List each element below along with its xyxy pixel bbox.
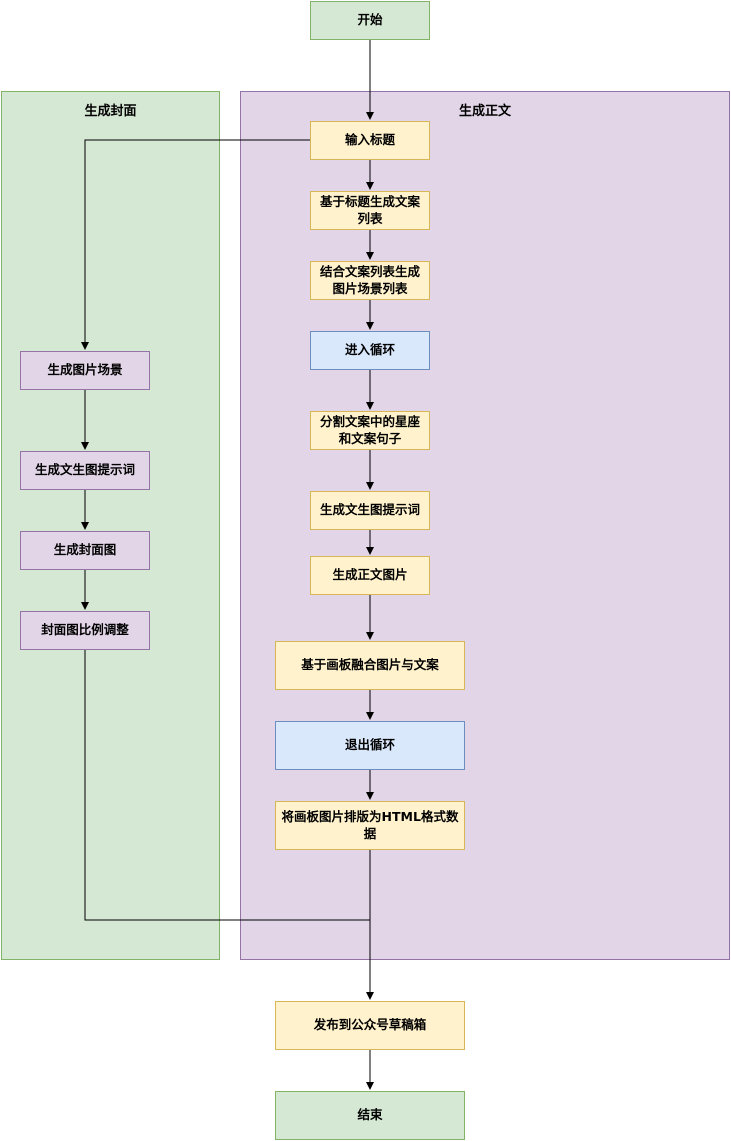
gen-scene-list-label: 结合文案列表生成图片场景列表 [319,263,420,296]
gen-prompt-body-node[interactable]: 生成文生图提示词 [310,491,430,530]
gen-scene-cover-label: 生成图片场景 [47,362,123,378]
start-label: 开始 [357,12,383,28]
gen-prompt-cover-label: 生成文生图提示词 [34,462,135,478]
gen-body-image-label: 生成正文图片 [332,567,408,583]
body-lane-title: 生成正文 [458,104,511,119]
publish-label: 发布到公众号草稿箱 [313,1017,427,1033]
split-sentences-label: 分割文案中的星座和文案句子 [319,413,420,446]
gen-body-image-node[interactable]: 生成正文图片 [310,556,430,595]
cover-lane-title: 生成封面 [84,104,137,119]
gen-copy-list-label: 基于标题生成文案列表 [319,193,420,226]
edge-ratio-merge [84,650,370,921]
exit-loop-label: 退出循环 [344,737,395,753]
gen-prompt-body-label: 生成文生图提示词 [319,502,420,518]
cover-lane: 生成封面 [1,91,220,960]
adjust-ratio-node[interactable]: 封面图比例调整 [20,611,150,650]
merge-canvas-node[interactable]: 基于画板融合图片与文案 [275,641,465,690]
gen-prompt-cover-node[interactable]: 生成文生图提示词 [20,451,150,490]
split-sentences-node[interactable]: 分割文案中的星座和文案句子 [310,411,430,450]
gen-scene-list-node[interactable]: 结合文案列表生成图片场景列表 [310,261,430,300]
end-node[interactable]: 结束 [275,1091,465,1140]
layout-html-label: 将画板图片排版为HTML格式数据 [281,808,459,841]
input-title-label: 输入标题 [344,132,395,148]
gen-copy-list-node[interactable]: 基于标题生成文案列表 [310,191,430,230]
enter-loop-node[interactable]: 进入循环 [310,331,430,370]
edge-input-coverscene [81,139,310,350]
publish-node[interactable]: 发布到公众号草稿箱 [275,1001,465,1050]
merge-canvas-label: 基于画板融合图片与文案 [301,657,439,673]
start-node[interactable]: 开始 [310,1,430,40]
exit-loop-node[interactable]: 退出循环 [275,721,465,770]
gen-cover-image-node[interactable]: 生成封面图 [20,531,150,570]
enter-loop-label: 进入循环 [344,342,395,358]
layout-html-node[interactable]: 将画板图片排版为HTML格式数据 [275,801,465,850]
gen-cover-image-label: 生成封面图 [53,542,117,558]
end-label: 结束 [357,1107,383,1123]
adjust-ratio-label: 封面图比例调整 [41,622,129,638]
input-title-node[interactable]: 输入标题 [310,121,430,160]
gen-scene-cover-node[interactable]: 生成图片场景 [20,351,150,390]
